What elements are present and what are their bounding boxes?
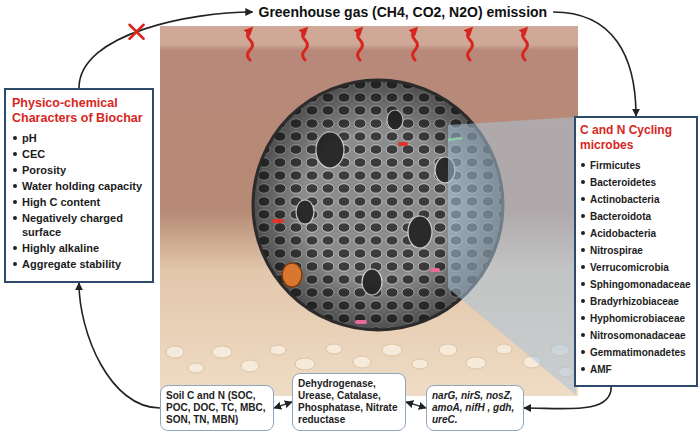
panel-heading: Physico-chemical Characters of Biochar bbox=[12, 96, 147, 126]
cycle-arrow bbox=[553, 12, 636, 116]
list-item: Bradyrhizobiaceae bbox=[590, 294, 679, 309]
list-item: Porosity bbox=[22, 163, 66, 177]
microbe-dots bbox=[272, 138, 462, 324]
list-row: Bradyrhizobiaceae bbox=[580, 294, 693, 309]
box-text: Soil C and N (SOC, POC, DOC, TC, MBC, SO… bbox=[166, 390, 268, 426]
list-row: pH bbox=[12, 131, 147, 145]
bullet-dot bbox=[13, 168, 17, 172]
bullet-dot bbox=[13, 246, 17, 250]
list-row: CEC bbox=[12, 147, 147, 161]
list-item: Water holding capacity bbox=[22, 179, 142, 193]
microbe-panel: C and N Cycling microbesFirmicutesBacter… bbox=[574, 116, 698, 387]
blocked-cross bbox=[130, 25, 144, 39]
list-item: Bacteroidota bbox=[590, 209, 651, 224]
bullet-dot bbox=[581, 299, 585, 303]
bullet-dot bbox=[581, 350, 585, 354]
list-item: Bacteroidetes bbox=[590, 175, 656, 190]
bullet-dot bbox=[581, 197, 585, 201]
bullet-dot bbox=[581, 180, 585, 184]
emission-label: Greenhouse gas (CH4, CO2, N2O) emission bbox=[253, 1, 554, 23]
list-item: CEC bbox=[22, 147, 45, 161]
bullet-dot bbox=[13, 152, 17, 156]
bullet-dot bbox=[581, 282, 585, 286]
gene-box: narG, nirS, nosZ, amoA, nifH , gdh, ureC… bbox=[426, 385, 524, 431]
bullet-dot bbox=[581, 367, 585, 371]
list-row: Actinobacteria bbox=[580, 192, 693, 207]
bullet-dot bbox=[13, 136, 17, 140]
list-item: pH bbox=[22, 131, 37, 145]
list-row: High C content bbox=[12, 195, 147, 209]
list-row: Nitrospirae bbox=[580, 243, 693, 258]
list-item: Hyphomicrobiaceae bbox=[590, 311, 685, 326]
list-row: Aggregate stability bbox=[12, 257, 147, 271]
bullet-dot bbox=[581, 265, 585, 269]
list-item: Nitrospirae bbox=[590, 243, 643, 258]
list-item: Negatively charged surface bbox=[22, 211, 147, 239]
list-row: Acidobacteria bbox=[580, 226, 693, 241]
list-row: Bacteroidetes bbox=[580, 175, 693, 190]
list-row: Porosity bbox=[12, 163, 147, 177]
bullet-dot bbox=[13, 216, 17, 220]
list-row: Hyphomicrobiaceae bbox=[580, 311, 693, 326]
cycle-arrow bbox=[79, 12, 253, 88]
list-row: Nitrosomonadaceae bbox=[580, 328, 693, 343]
soil-cn-box: Soil C and N (SOC, POC, DOC, TC, MBC, SO… bbox=[160, 385, 274, 431]
list-row: Verrucomicrobia bbox=[580, 260, 693, 275]
list-item: Firmicutes bbox=[590, 158, 641, 173]
list-row: Bacteroidota bbox=[580, 209, 693, 224]
panel-heading: C and N Cycling microbes bbox=[580, 123, 693, 153]
list-row: Sphingomonadaceae bbox=[580, 277, 693, 292]
exchange-arrow bbox=[406, 402, 426, 408]
bullet-dot bbox=[581, 316, 585, 320]
property-panel: Physico-chemical Characters of Biochar pH… bbox=[4, 88, 154, 283]
list-item: Acidobacteria bbox=[590, 226, 656, 241]
list-item: Nitrosomonadaceae bbox=[590, 328, 686, 343]
box-text: Greenhouse gas (CH4, CO2, N2O) emission bbox=[259, 3, 548, 21]
list-item: Aggregate stability bbox=[22, 257, 121, 271]
exchange-arrow bbox=[274, 402, 292, 408]
list-row: Highly alkaline bbox=[12, 241, 147, 255]
list-row: Gemmatimonadetes bbox=[580, 345, 693, 360]
list-row: Water holding capacity bbox=[12, 179, 147, 193]
list-item: Gemmatimonadetes bbox=[590, 345, 686, 360]
bullet-dot bbox=[581, 214, 585, 218]
bullet-dot bbox=[13, 262, 17, 266]
bullet-dot bbox=[581, 163, 585, 167]
list-row: Firmicutes bbox=[580, 158, 693, 173]
bullet-dot bbox=[13, 200, 17, 204]
list-item: High C content bbox=[22, 195, 100, 209]
zoom-wedge bbox=[448, 117, 576, 395]
emission-arrows bbox=[248, 30, 528, 60]
bullet-dot bbox=[581, 248, 585, 252]
bullet-dot bbox=[581, 333, 585, 337]
list-item: Actinobacteria bbox=[590, 192, 659, 207]
list-item: Sphingomonadaceae bbox=[590, 277, 691, 292]
list-row: AMF bbox=[580, 362, 693, 377]
list-item: Highly alkaline bbox=[22, 241, 99, 255]
enzyme-box: Dehydrogenase, Urease, Catalase, Phospha… bbox=[292, 373, 406, 431]
cycle-arrow bbox=[524, 387, 611, 409]
box-text: Dehydrogenase, Urease, Catalase, Phospha… bbox=[298, 378, 400, 426]
list-item: AMF bbox=[590, 362, 612, 377]
cycle-arrow bbox=[79, 283, 160, 408]
bullet-dot bbox=[581, 231, 585, 235]
bullet-dot bbox=[13, 184, 17, 188]
list-item: Verrucomicrobia bbox=[590, 260, 669, 275]
box-text: narG, nirS, nosZ, amoA, nifH , gdh, ureC… bbox=[432, 390, 518, 426]
soil-profile bbox=[160, 26, 578, 396]
list-row: Negatively charged surface bbox=[12, 211, 147, 239]
